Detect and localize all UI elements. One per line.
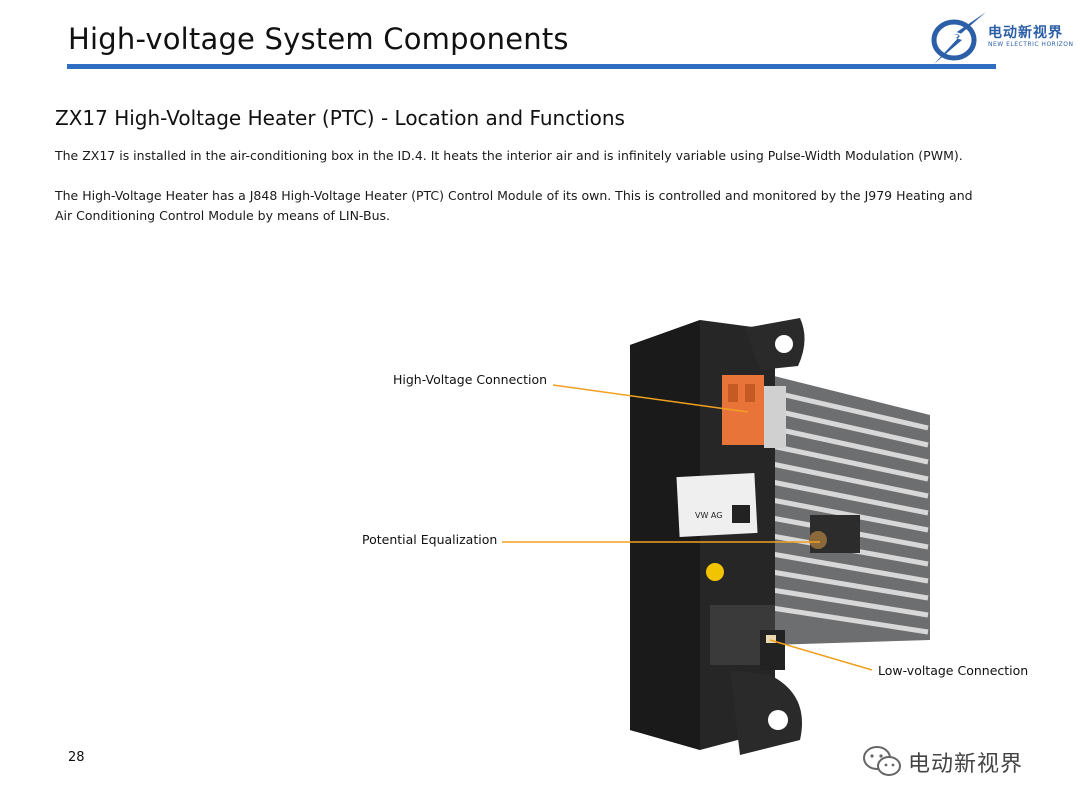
- brand-logo: 电动新视界 NEW ELECTRIC HORIZON: [926, 8, 1076, 66]
- logo-text-cn: 电动新视界: [988, 25, 1063, 41]
- yellow-marker: [706, 563, 724, 581]
- paragraph-control-module: The High-Voltage Heater has a J848 High-…: [55, 188, 973, 223]
- title-rule: [67, 64, 996, 69]
- section-title: ZX17 High-Voltage Heater (PTC) - Locatio…: [55, 106, 625, 130]
- ptc-heater-image: VW AG: [630, 318, 930, 755]
- callout-low-voltage: Low-voltage Connection: [878, 663, 1029, 678]
- paragraph-location: The ZX17 is installed in the air-conditi…: [55, 148, 963, 163]
- page-number: 28: [68, 750, 85, 765]
- logo-text-en: NEW ELECTRIC HORIZON: [988, 41, 1074, 48]
- callout-high-voltage: High-Voltage Connection: [393, 372, 548, 387]
- lightning-globe-icon: [931, 12, 986, 64]
- wechat-icon: [863, 746, 901, 776]
- callout-potential-equalization: Potential Equalization: [362, 532, 498, 547]
- heater-fins: [771, 389, 929, 635]
- brand-label: VW AG: [695, 511, 722, 520]
- slide-title: High-voltage System Components: [68, 22, 569, 56]
- watermark-text: 电动新视界: [908, 752, 1024, 777]
- qr-code: [732, 505, 750, 523]
- watermark: 电动新视界: [862, 742, 1023, 782]
